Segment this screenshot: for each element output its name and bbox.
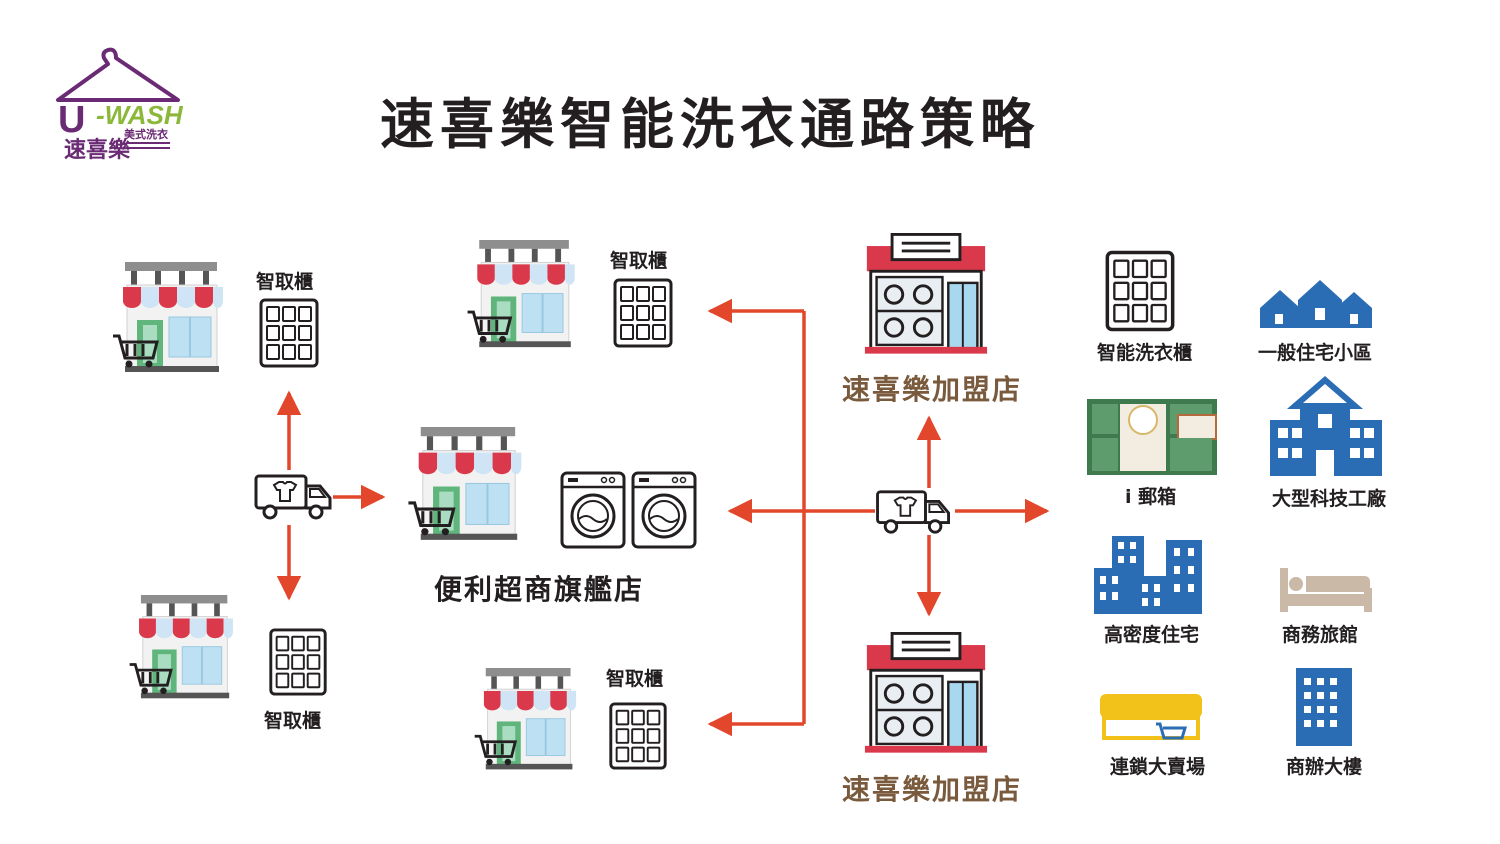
office-tower-icon (1296, 668, 1352, 746)
ibox-icon (1087, 399, 1217, 475)
washer-icon (560, 471, 626, 549)
locker-label: 智取櫃 (264, 710, 322, 732)
destination-label: 連鎖大賣場 (1110, 756, 1206, 778)
destination-label: 一般住宅小區 (1258, 342, 1373, 364)
logo-name-text: 速喜樂 (64, 137, 131, 163)
franchise-label: 速喜樂加盟店 (842, 373, 1023, 406)
locker-icon (259, 298, 319, 368)
page-title: 速喜樂智能洗衣通路策略 (380, 93, 1040, 156)
store-icon (128, 595, 235, 700)
locker-icon (609, 702, 667, 770)
destination-label: i 郵箱 (1125, 486, 1177, 508)
logo-wash-text: -WASH (96, 100, 184, 130)
arrows (276, 298, 1050, 737)
brand-logo: U -WASH 速喜樂 美式洗衣 (56, 47, 184, 163)
store-icon (466, 240, 577, 349)
factory-icon (1270, 376, 1382, 476)
locker-label: 智取櫃 (610, 250, 668, 272)
flagship-store-icon (406, 427, 523, 542)
store-icon (473, 668, 578, 771)
franchise-store-icon (863, 233, 989, 356)
logo-tagline-text: 美式洗衣 (124, 127, 169, 141)
bed-icon (1280, 568, 1372, 612)
market-icon (1100, 694, 1202, 740)
destination-label: 商務旅館 (1282, 624, 1359, 646)
truck-icon (254, 474, 332, 520)
truck-icon (876, 490, 951, 534)
washer-icon (631, 471, 697, 549)
locker-label: 智取櫃 (256, 271, 314, 293)
locker-icon (613, 278, 673, 348)
franchise-label: 速喜樂加盟店 (842, 773, 1023, 806)
store-icon (112, 262, 225, 374)
destination-label: 高密度住宅 (1104, 624, 1200, 646)
apartments-icon (1094, 536, 1202, 614)
franchise-store-icon (863, 632, 989, 755)
destination-label: 大型科技工廠 (1272, 488, 1387, 510)
flagship-label: 便利超商旗艦店 (434, 573, 645, 606)
locker-icon (1105, 250, 1175, 332)
destination-label: 智能洗衣櫃 (1097, 342, 1193, 364)
locker-icon (269, 628, 327, 696)
locker-label: 智取櫃 (606, 668, 664, 690)
houses-icon (1260, 280, 1372, 328)
destination-label: 商辦大樓 (1286, 756, 1363, 778)
logo-u-letter: U (58, 99, 85, 141)
